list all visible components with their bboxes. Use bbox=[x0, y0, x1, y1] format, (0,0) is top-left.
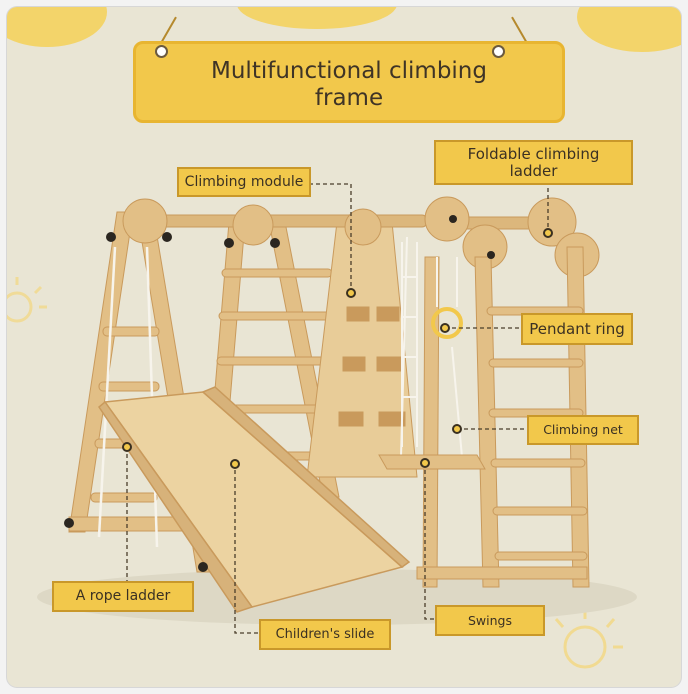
leader-lines bbox=[126, 183, 549, 634]
callout-dot-rope-ladder bbox=[122, 442, 132, 452]
childrens-slide bbox=[97, 386, 411, 613]
page-title: Multifunctional climbing frame bbox=[136, 58, 562, 112]
callout-dot-climbing-net bbox=[452, 424, 462, 434]
decor-cloud-top bbox=[237, 7, 397, 29]
title-banner: Multifunctional climbing frame bbox=[133, 41, 565, 123]
callout-dot-climbing-module bbox=[346, 288, 356, 298]
frame-bolts bbox=[64, 215, 495, 572]
label-pendant-ring: Pendant ring bbox=[521, 313, 633, 345]
sun-decor-left bbox=[7, 277, 47, 323]
banner-nail-right bbox=[492, 45, 505, 58]
top-beam bbox=[122, 196, 600, 278]
product-image: Multifunctional climbing frame Climbing … bbox=[7, 7, 681, 687]
label-foldable-ladder: Foldable climbing ladder bbox=[434, 140, 633, 185]
banner-nail-left bbox=[155, 45, 168, 58]
sun-decor-right bbox=[554, 609, 623, 669]
label-rope-ladder: A rope ladder bbox=[52, 581, 194, 612]
callout-dot-pendant-ring bbox=[440, 323, 450, 333]
callout-dot-swings bbox=[420, 458, 430, 468]
swing bbox=[378, 236, 486, 470]
label-swings: Swings bbox=[435, 605, 545, 636]
label-climbing-module: Climbing module bbox=[177, 167, 311, 197]
label-climbing-net: Climbing net bbox=[527, 415, 639, 445]
title-line-1: Multifunctional climbing bbox=[211, 58, 487, 84]
climbing-wall-module bbox=[306, 221, 418, 478]
callout-dot-foldable-ladder bbox=[543, 228, 553, 238]
pendant-ring bbox=[431, 257, 463, 339]
label-childrens-slide: Children's slide bbox=[259, 619, 391, 650]
callout-dot-childrens-slide bbox=[230, 459, 240, 469]
title-line-2: frame bbox=[314, 85, 384, 111]
